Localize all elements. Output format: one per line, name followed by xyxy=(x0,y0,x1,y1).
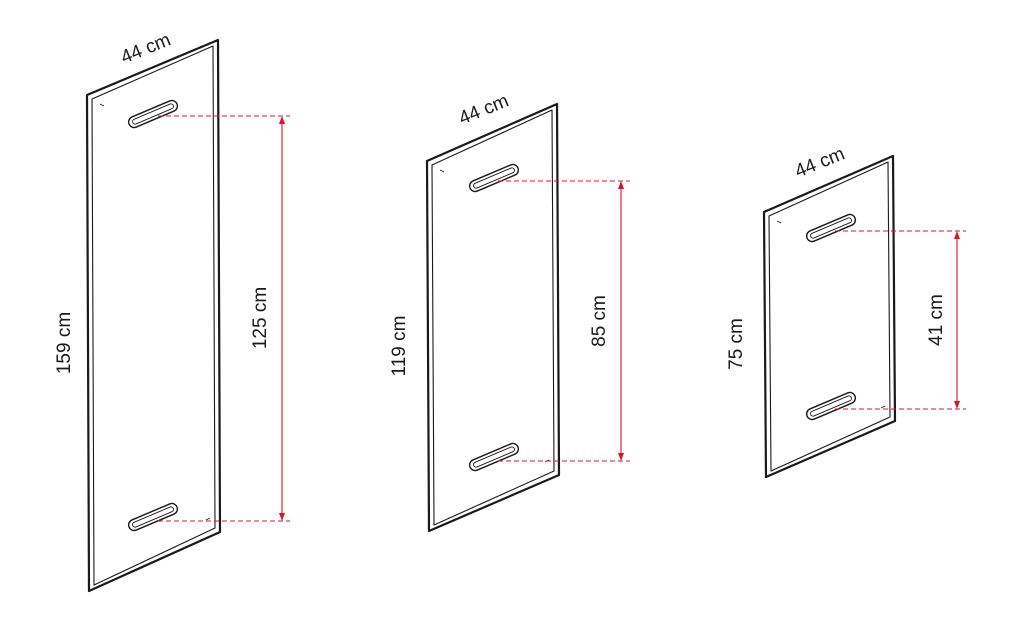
panel-medium-width-label: 44 cm xyxy=(456,90,512,129)
panel-large-slot-bottom xyxy=(127,502,179,532)
panel-small-width-label: 44 cm xyxy=(792,143,848,182)
panel-large-corner-mark xyxy=(205,517,211,521)
panel-large-arrow-down xyxy=(279,513,285,521)
panel-small-outline xyxy=(762,154,897,479)
panel-small-corner-mark xyxy=(880,405,886,409)
panel-large-arrow-up xyxy=(279,116,285,124)
panel-medium-arrow-up xyxy=(618,181,624,189)
panel-small-slot-bottom xyxy=(805,391,857,421)
panel-large: 44 cm 159 cm 125 cm xyxy=(54,29,290,593)
panel-medium-slot-spacing-label: 85 cm xyxy=(589,295,610,347)
panel-medium-corner-mark xyxy=(439,169,445,173)
panel-small: 44 cm 75 cm 41 cm xyxy=(726,143,966,479)
panel-small-slot-spacing-label: 41 cm xyxy=(926,294,947,346)
panel-medium-arrow-down xyxy=(618,453,624,461)
panel-medium: 44 cm 119 cm 85 cm xyxy=(389,90,630,533)
panel-small-slot-top xyxy=(805,213,857,243)
panel-large-slot-top xyxy=(127,99,179,129)
panel-large-corner-mark xyxy=(99,103,105,107)
panel-medium-inner-edge xyxy=(431,109,555,526)
panel-small-corner-mark xyxy=(776,220,782,224)
panel-medium-slot-bottom xyxy=(468,442,520,472)
panel-large-height-label: 159 cm xyxy=(54,312,75,374)
panel-small-height-label: 75 cm xyxy=(726,318,747,370)
panel-large-inner-edge xyxy=(91,45,216,586)
panel-medium-outline xyxy=(425,102,561,533)
panel-small-arrow-down xyxy=(954,401,960,409)
panel-medium-height-label: 119 cm xyxy=(389,316,410,377)
panel-medium-slot-top xyxy=(468,163,520,193)
panel-large-outline xyxy=(85,38,222,593)
panel-small-arrow-up xyxy=(954,231,960,239)
panel-large-slot-spacing-label: 125 cm xyxy=(250,287,271,349)
panel-small-inner-edge xyxy=(768,161,891,472)
